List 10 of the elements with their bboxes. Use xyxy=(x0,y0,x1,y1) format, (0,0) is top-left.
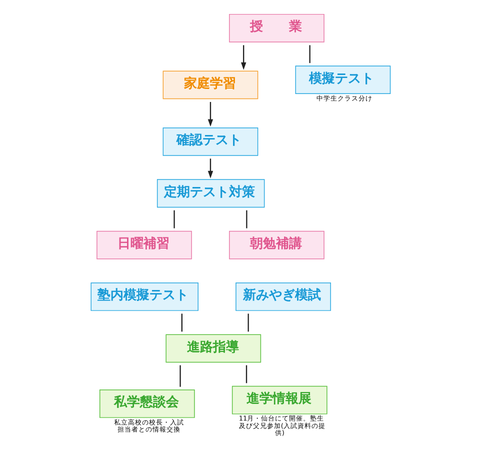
arrow xyxy=(207,158,213,178)
connector xyxy=(308,45,310,64)
connector xyxy=(173,210,174,228)
connector xyxy=(245,365,247,384)
connector xyxy=(247,314,248,332)
connector xyxy=(246,210,247,228)
connector xyxy=(179,365,180,387)
connector xyxy=(180,314,182,332)
arrow xyxy=(207,102,213,127)
arrow xyxy=(240,45,246,70)
